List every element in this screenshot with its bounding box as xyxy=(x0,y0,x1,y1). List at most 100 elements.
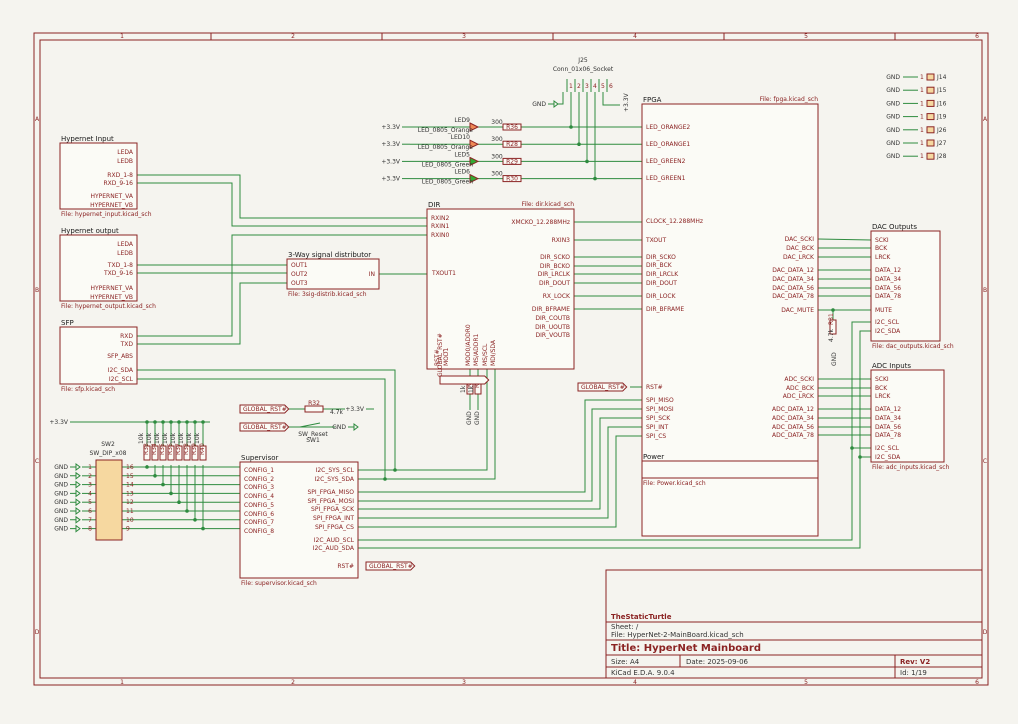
led-res-ref: R30 xyxy=(506,176,518,183)
led-ref: LED10 xyxy=(451,134,471,141)
dac-pin: I2C_SDA xyxy=(875,328,901,335)
ruler-col-2: 2 xyxy=(291,33,295,40)
jack-body xyxy=(926,126,935,134)
adc-pin: I2C_SCL xyxy=(875,445,900,452)
wire xyxy=(137,282,287,345)
ruler-row-C: C xyxy=(35,458,39,465)
led-resistor xyxy=(502,175,522,183)
junction-dot xyxy=(193,518,197,522)
jack-pin: 1 xyxy=(920,140,924,147)
dip-gnd-symbol xyxy=(70,498,81,507)
hyp-in-pin: RXD_9-16 xyxy=(103,180,133,187)
dir-res-gnd: GND xyxy=(474,411,481,425)
fpga-right-pin: DAC_MUTE xyxy=(781,307,814,314)
dip-gnd: GND xyxy=(54,499,68,506)
ruler-col-5: 5 xyxy=(804,33,808,40)
dac-sheet-title: DAC Outputs xyxy=(872,223,917,231)
dip-gnd-symbol xyxy=(70,463,81,471)
sheet-title: Title: HyperNet Mainboard xyxy=(611,643,761,654)
j25-gnd: GND xyxy=(532,101,546,108)
j25-pwr: +3.3V xyxy=(623,92,630,112)
jack-body xyxy=(926,73,935,81)
fpga-right-pin: ADC_DATA_34 xyxy=(772,415,814,422)
fpga-sheet-title: FPGA xyxy=(643,96,662,104)
reset-pwr: +3.3V xyxy=(345,406,365,413)
sup-right-pin: SPI_FPGA_SCK xyxy=(311,506,355,513)
dir-bottom-pin: MDI/SDA xyxy=(490,339,497,366)
junction-dot xyxy=(169,491,173,496)
ruler-col-1: 1 xyxy=(120,33,124,40)
junction-dot xyxy=(161,420,165,424)
adc-pin: DATA_12 xyxy=(875,406,901,413)
fpga-left-pin: RST# xyxy=(646,384,663,391)
dir-res-value: 1k xyxy=(460,385,467,393)
fpga-left-pin: SPI_MOSI xyxy=(646,406,674,413)
power-sheet-title: Power xyxy=(643,453,664,461)
wire xyxy=(358,417,642,510)
dip-res-value: 10k xyxy=(186,432,193,444)
led-res-value: 300 xyxy=(491,119,503,126)
dip-resistor xyxy=(175,445,183,461)
dir-right-pin: DIR_DOUT xyxy=(539,280,570,287)
dip-resistor xyxy=(199,445,207,461)
dip-ref: SW2 xyxy=(101,441,115,448)
jack-ref: J16 xyxy=(936,100,947,107)
dir-right-pin: DIR_BCKO xyxy=(540,263,570,270)
led-resistor xyxy=(502,140,522,148)
dir-bottom-pin: MS/ADDR1 xyxy=(473,333,480,366)
junction-dot xyxy=(193,420,197,424)
j25-pin-num: 4 xyxy=(593,83,597,90)
dip-res-value: 10k xyxy=(154,432,161,444)
adc-sheet-box xyxy=(870,369,945,463)
adc-pin: I2C_SDA xyxy=(875,454,901,461)
fpga-right-pin: DAC_SCKI xyxy=(785,236,815,243)
ruler-row-right-C: C xyxy=(983,458,987,465)
fpga-right-pin: DAC_DATA_34 xyxy=(772,276,814,283)
dip-res-value: 10k xyxy=(194,432,201,444)
dir-rst-label-shape xyxy=(439,375,490,385)
dip-gnd-symbol xyxy=(70,524,81,533)
dir-right-pin: DIR_LRCLK xyxy=(538,271,571,278)
dip-pin-left: 2 xyxy=(88,473,92,480)
led-ref: LED5 xyxy=(454,151,470,158)
paper-size: Size: A4 xyxy=(611,658,640,666)
wire xyxy=(358,399,642,493)
hyp-out-pin: HYPERNET_VB xyxy=(90,294,133,301)
company-name: TheStaticTurtle xyxy=(611,613,672,621)
junction-dot xyxy=(153,420,157,424)
supervisor-sheet-title: Supervisor xyxy=(241,454,279,462)
junction-dot xyxy=(161,482,165,487)
jack-pin: 1 xyxy=(920,153,924,160)
distributor-sheet-box xyxy=(286,258,380,290)
fpga-right-pin: ADC_DATA_12 xyxy=(772,406,814,413)
distributor-sheet-title: 3-Way signal distributor xyxy=(288,251,371,259)
sheet-id: Id: 1/19 xyxy=(900,669,927,677)
jack-gnd: GND xyxy=(886,100,900,107)
sfp-sheet-file: File: sfp.kicad_sch xyxy=(61,386,115,393)
dir-sheet-box xyxy=(426,208,575,370)
j25-ref: J25 xyxy=(577,57,588,64)
sheet-path: Sheet: / xyxy=(611,623,639,631)
dip-pin-left: 3 xyxy=(88,482,92,489)
dip-gnd-symbol xyxy=(70,515,81,524)
ruler-col-bottom-6: 6 xyxy=(975,679,979,686)
dip-gnd: GND xyxy=(54,517,68,524)
power-sheet-box xyxy=(641,460,819,479)
fpga-right-pin: DAC_BCK xyxy=(786,245,815,252)
dir-right-pin: RX_LOCK xyxy=(543,293,571,300)
dip-resistor xyxy=(183,445,191,461)
hyp-in-pin: HYPERNET_VA xyxy=(90,193,133,200)
dip-res-ref: R33 xyxy=(143,443,150,455)
junction-dot xyxy=(185,509,189,513)
fpga-left-pin: LED_GREEN1 xyxy=(646,175,686,182)
junction-dot xyxy=(169,420,173,424)
wire xyxy=(137,234,427,337)
title-block: TheStaticTurtle Sheet: / File: HyperNet-… xyxy=(605,569,983,679)
wire xyxy=(558,92,564,105)
hyp-out-pin: LEDA xyxy=(117,241,134,248)
reset-label-2-shape xyxy=(239,422,290,432)
dip-gnd: GND xyxy=(54,508,68,515)
